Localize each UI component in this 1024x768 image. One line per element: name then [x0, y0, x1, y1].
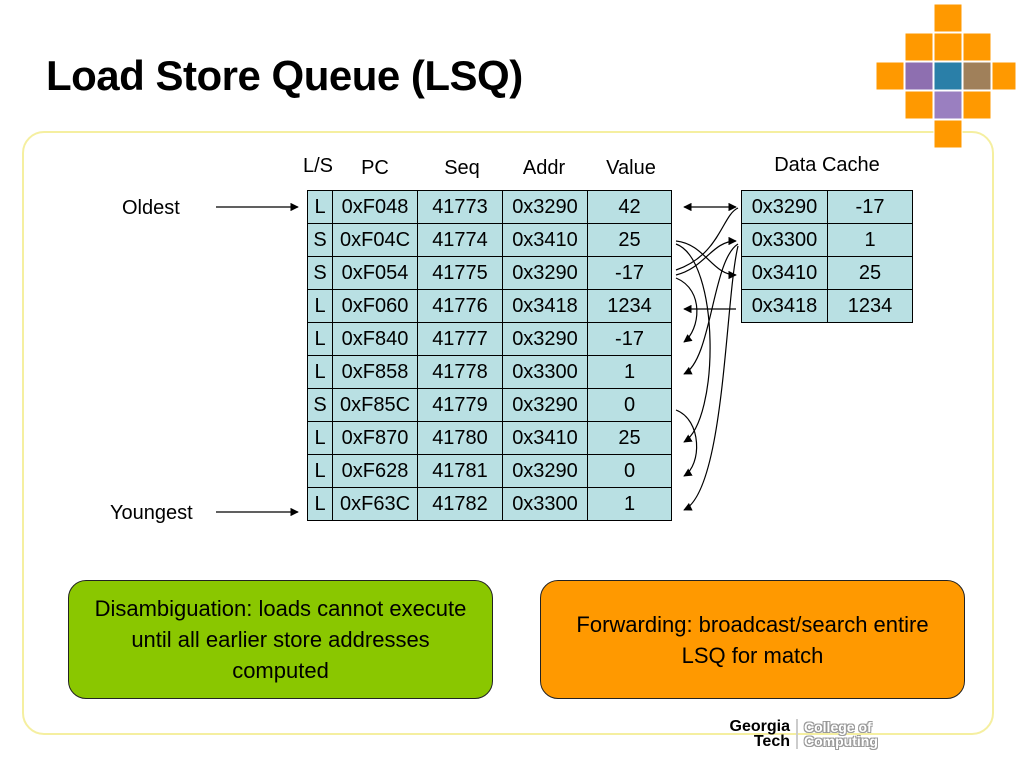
lsq-cell-value: 25	[587, 223, 672, 257]
lsq-cell-addr: 0x3290	[502, 322, 588, 356]
lsq-cell-pc: 0xF85C	[332, 388, 418, 422]
gt-school-name: Georgia Tech	[722, 718, 798, 750]
store-row2-to-row8-arrow	[675, 243, 711, 443]
lsq-cell-pc: 0xF840	[332, 322, 418, 356]
lsq-cell-seq: 41780	[417, 421, 503, 455]
lsq-cell-ls: L	[307, 355, 333, 389]
gt-college-line2: Computing	[804, 733, 878, 749]
lsq-cell-seq: 41779	[417, 388, 503, 422]
cache-title: Data Cache	[774, 154, 880, 176]
header-seq: Seq	[444, 157, 480, 179]
lsq-cell-ls: L	[307, 421, 333, 455]
header-ls: L/S	[302, 155, 334, 177]
disambiguation-note: Disambiguation: loads cannot execute unt…	[68, 580, 493, 699]
header-addr: Addr	[522, 157, 566, 179]
lsq-cell-value: 1	[587, 487, 672, 521]
cache-cell-addr: 0x3410	[741, 256, 828, 290]
cache-cell-value: 1234	[827, 289, 913, 323]
store-row3-to-row1-arrow	[675, 207, 739, 271]
header-value: Value	[606, 157, 656, 179]
lsq-cell-ls: S	[307, 223, 333, 257]
youngest-label: Youngest	[110, 502, 193, 524]
lsq-cell-pc: 0xF048	[332, 190, 418, 224]
lsq-cell-value: 1234	[587, 289, 672, 323]
georgia-tech-logo: Georgia Tech College of Computing	[722, 708, 890, 760]
forwarding-note: Forwarding: broadcast/search entire LSQ …	[540, 580, 965, 699]
cache-to-row6-arrow	[683, 243, 739, 375]
gt-college-line1: College of	[804, 719, 872, 735]
lsq-cell-seq: 41774	[417, 223, 503, 257]
lsq-cell-seq: 41777	[417, 322, 503, 356]
lsq-cell-addr: 0x3290	[502, 454, 588, 488]
slide-title: Load Store Queue (LSQ)	[46, 52, 523, 99]
lsq-cell-addr: 0x3410	[502, 421, 588, 455]
cache-cell-value: 1	[827, 223, 913, 257]
cache-to-row10-arrow	[683, 245, 739, 511]
cache-row: 0x3290-17	[741, 190, 913, 224]
lsq-cell-addr: 0x3300	[502, 355, 588, 389]
lsq-cell-value: -17	[587, 256, 672, 290]
store-row3-to-row5-arrow	[675, 277, 698, 343]
lsq-cell-addr: 0x3418	[502, 289, 588, 323]
oldest-label: Oldest	[122, 197, 180, 219]
lsq-cell-pc: 0xF63C	[332, 487, 418, 521]
lsq-cell-addr: 0x3290	[502, 388, 588, 422]
lsq-cell-seq: 41775	[417, 256, 503, 290]
lsq-cell-addr: 0x3300	[502, 487, 588, 521]
lsq-cell-pc: 0xF628	[332, 454, 418, 488]
lsq-cell-addr: 0x3410	[502, 223, 588, 257]
lsq-cell-addr: 0x3290	[502, 256, 588, 290]
cache-cell-value: 25	[827, 256, 913, 290]
lsq-cell-value: 25	[587, 421, 672, 455]
logo-squares-icon	[876, 4, 1016, 149]
content-frame	[22, 131, 994, 735]
lsq-cell-seq: 41781	[417, 454, 503, 488]
gt-college-name: College of Computing	[798, 720, 878, 748]
store-row7-to-row9-arrow	[675, 409, 698, 477]
lsq-cell-value: 0	[587, 388, 672, 422]
gt-school-line1: Georgia	[729, 718, 790, 735]
gt-school-line2: Tech	[753, 733, 790, 750]
lsq-cell-seq: 41778	[417, 355, 503, 389]
header-pc: PC	[361, 157, 389, 179]
lsq-cell-pc: 0xF060	[332, 289, 418, 323]
lsq-cell-addr: 0x3290	[502, 190, 588, 224]
lsq-cell-value: 0	[587, 454, 672, 488]
lsq-cell-ls: L	[307, 487, 333, 521]
lsq-cell-pc: 0xF858	[332, 355, 418, 389]
store-row3-to-cache-arrow	[675, 236, 737, 276]
store-row2-to-cache-arrow	[675, 240, 737, 280]
cache-cell-addr: 0x3418	[741, 289, 828, 323]
lsq-cell-seq: 41782	[417, 487, 503, 521]
